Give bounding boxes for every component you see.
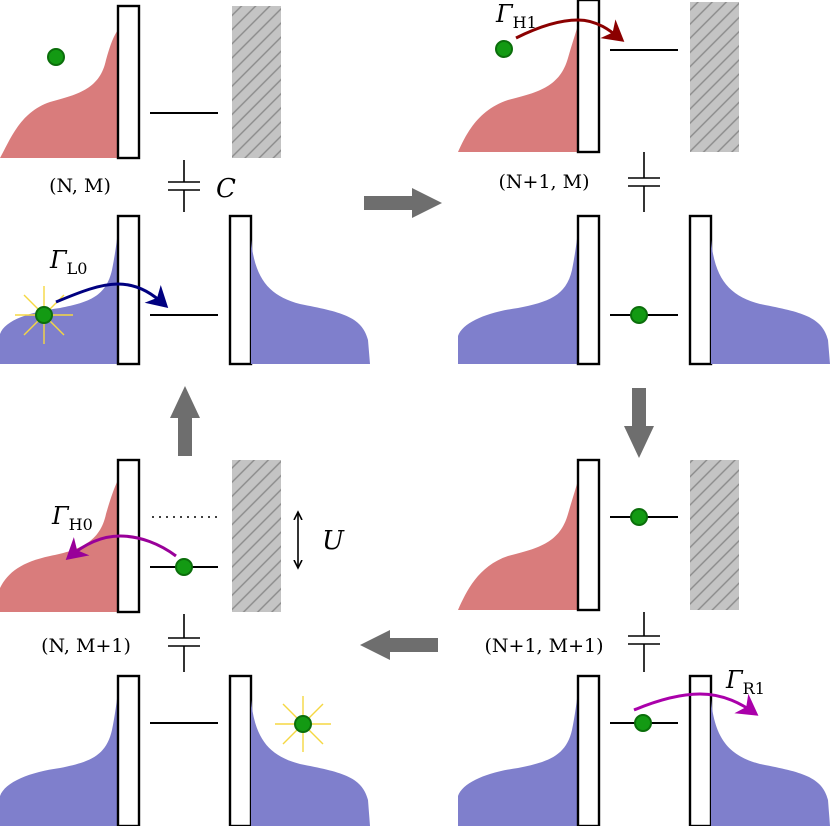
cycle-arrows	[170, 188, 654, 660]
hatched-lead	[690, 2, 739, 152]
cold-reservoir-right	[711, 700, 830, 826]
panel-bottom-left: ΓH0 U (N, M+1)	[0, 458, 370, 826]
cycle-arrow-right	[364, 188, 442, 218]
state-label: (N, M)	[49, 175, 111, 197]
rate-label-L0: ΓL0	[49, 246, 87, 278]
hatched-lead	[232, 460, 281, 612]
rate-label-R1: ΓR1	[725, 666, 765, 698]
capacitance-label: C	[216, 174, 236, 204]
tunnel-barrier	[228, 674, 253, 826]
electron	[495, 40, 513, 58]
rate-arrow-L0	[55, 282, 169, 309]
capacitor-symbol	[168, 614, 200, 672]
tunnel-barrier	[576, 214, 601, 366]
tunnel-barrier	[688, 214, 713, 366]
state-label: (N, M+1)	[41, 635, 131, 657]
electron	[634, 714, 652, 732]
capacitor-symbol	[168, 160, 200, 212]
tunnel-barrier	[116, 214, 141, 366]
hot-reservoir	[458, 480, 578, 610]
state-label: (N+1, M+1)	[484, 635, 603, 657]
hatched-lead	[690, 460, 739, 610]
capacitor-symbol	[628, 612, 660, 672]
cold-reservoir-right	[251, 240, 370, 364]
rate-label-H0: ΓH0	[51, 502, 93, 534]
cold-reservoir-right	[251, 700, 370, 826]
electron	[630, 306, 648, 324]
tunnel-barrier	[688, 674, 713, 826]
rate-arrow-H1	[515, 18, 625, 42]
tunnel-barrier	[116, 674, 141, 826]
hot-reservoir	[0, 480, 118, 612]
cold-reservoir-left	[0, 230, 118, 364]
cold-reservoir-left	[458, 690, 578, 826]
state-label: (N+1, M)	[499, 171, 590, 193]
hatched-lead	[232, 6, 281, 158]
capacitor-symbol	[628, 152, 660, 212]
electron	[47, 48, 65, 66]
rate-label-H1: ΓH1	[495, 0, 537, 32]
cold-reservoir-left	[0, 690, 118, 826]
panel-top-right: ΓH1 (N+1, M)	[458, 0, 830, 366]
rate-arrow-H0	[65, 534, 177, 560]
rate-arrow-R1	[633, 692, 759, 716]
tunnel-barrier	[576, 0, 601, 154]
electron	[35, 306, 53, 324]
cycle-arrow-down	[624, 388, 654, 458]
hot-reservoir	[0, 30, 118, 158]
interaction-label: U	[322, 526, 345, 556]
tunnel-barrier	[576, 674, 601, 826]
cycle-arrow-up	[170, 386, 200, 456]
electron	[294, 715, 312, 733]
cycle-arrow-left	[360, 630, 438, 660]
panel-top-left: (N, M) C ΓL0	[0, 4, 370, 366]
tunnel-barrier	[228, 214, 253, 366]
panel-bottom-right: (N+1, M+1) ΓR1	[458, 458, 830, 826]
hot-reservoir	[458, 25, 578, 152]
tunnel-barrier	[116, 4, 141, 160]
tunnel-barrier	[576, 458, 601, 612]
electron	[630, 508, 648, 526]
electron	[175, 558, 193, 576]
cold-reservoir-right	[711, 240, 830, 364]
cold-reservoir-left	[458, 230, 578, 364]
